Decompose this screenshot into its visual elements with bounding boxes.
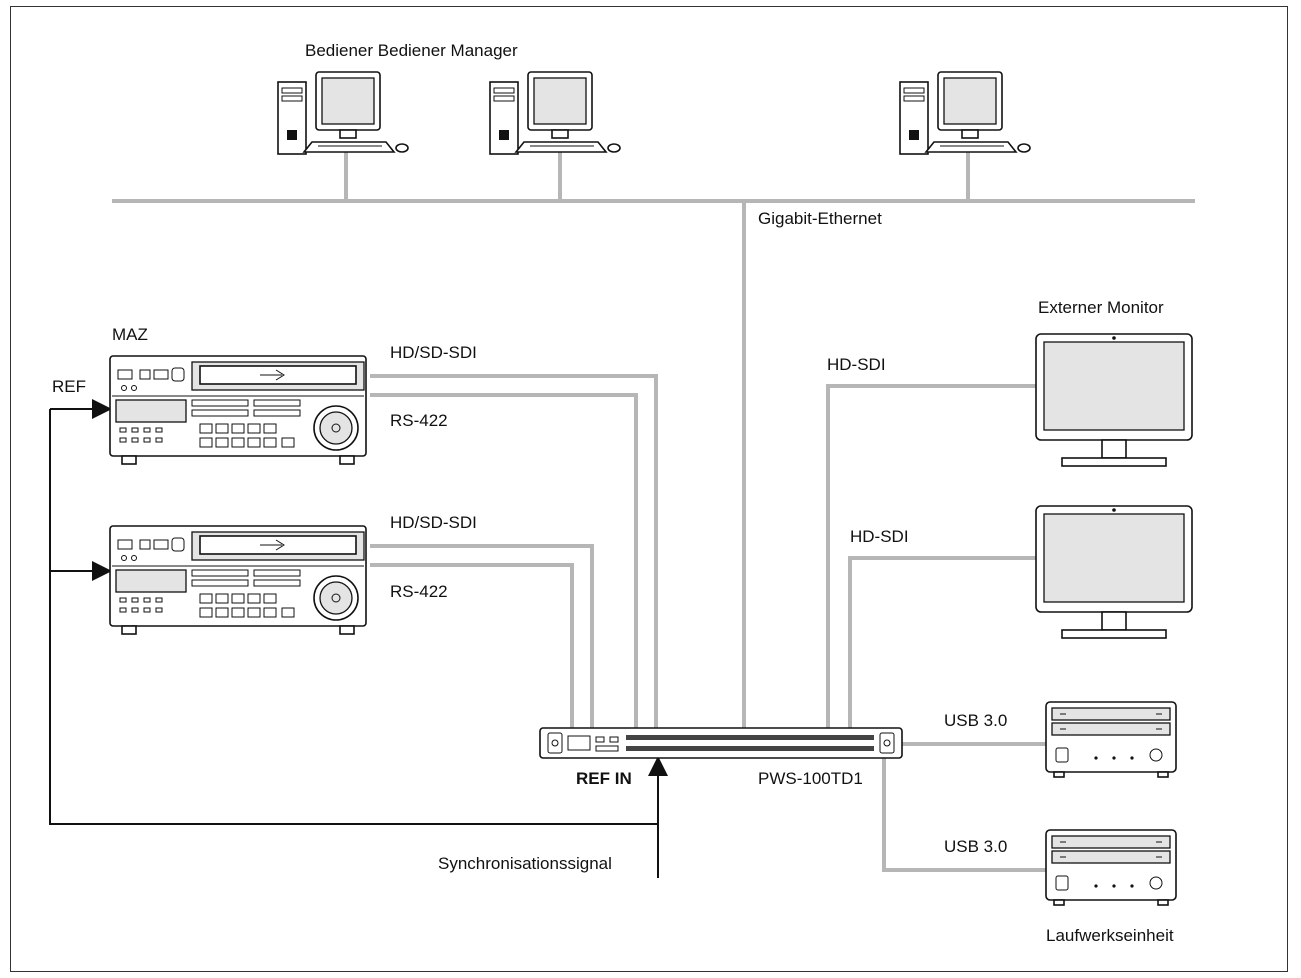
vtr1-hdsdi-label: HD/SD-SDI bbox=[390, 343, 477, 362]
vtr2-rs422-label: RS-422 bbox=[390, 582, 448, 601]
monitor2-hdsdi-cable bbox=[848, 556, 1036, 730]
ref-signal-lines bbox=[49, 399, 668, 878]
vtr-cables bbox=[370, 374, 658, 730]
vtr1-hdsdi-cable bbox=[370, 374, 658, 730]
network-lines bbox=[112, 150, 1195, 730]
operator-computer-1-icon bbox=[277, 71, 409, 155]
drive-unit-1-icon bbox=[1045, 701, 1177, 778]
operators-label: Bediener Bediener Manager bbox=[305, 41, 518, 60]
monitor-title-label: Externer Monitor bbox=[1038, 298, 1164, 317]
vtr2-hdsdi-cable bbox=[370, 544, 594, 730]
usb-1-label: USB 3.0 bbox=[944, 711, 1007, 730]
vtr2-rs422-cable bbox=[370, 563, 574, 730]
manager-computer-icon bbox=[899, 71, 1031, 155]
vtr1-rs422-cable bbox=[370, 393, 638, 730]
network-label: Gigabit-Ethernet bbox=[758, 209, 882, 228]
ref-in-label: REF IN bbox=[576, 769, 632, 788]
external-monitor-2-icon bbox=[1035, 505, 1193, 639]
drive-unit-label: Laufwerkseinheit bbox=[1046, 926, 1174, 945]
usb-2-label: USB 3.0 bbox=[944, 837, 1007, 856]
drive2-usb-cable bbox=[882, 758, 1046, 872]
ref-distribution-line bbox=[49, 409, 658, 825]
drive-unit-2-icon bbox=[1045, 829, 1177, 906]
ref-label: REF bbox=[52, 377, 86, 396]
vtr-deck-2-icon bbox=[109, 525, 367, 635]
vtr-deck-1-icon bbox=[109, 355, 367, 465]
diagram-frame bbox=[10, 6, 1288, 972]
monitor2-hdsdi-label: HD-SDI bbox=[850, 527, 909, 546]
monitor1-hdsdi-cable bbox=[826, 384, 1036, 730]
vtr2-hdsdi-label: HD/SD-SDI bbox=[390, 513, 477, 532]
output-cables bbox=[826, 384, 1046, 872]
sync-label: Synchronisationssignal bbox=[438, 854, 612, 873]
operator-computer-2-icon bbox=[489, 71, 621, 155]
monitor1-hdsdi-label: HD-SDI bbox=[827, 355, 886, 374]
server-label: PWS-100TD1 bbox=[758, 769, 863, 788]
external-monitor-1-icon bbox=[1035, 333, 1193, 467]
vtr-title-label: MAZ bbox=[112, 325, 148, 344]
server-rack-icon bbox=[539, 727, 903, 759]
vtr1-rs422-label: RS-422 bbox=[390, 411, 448, 430]
